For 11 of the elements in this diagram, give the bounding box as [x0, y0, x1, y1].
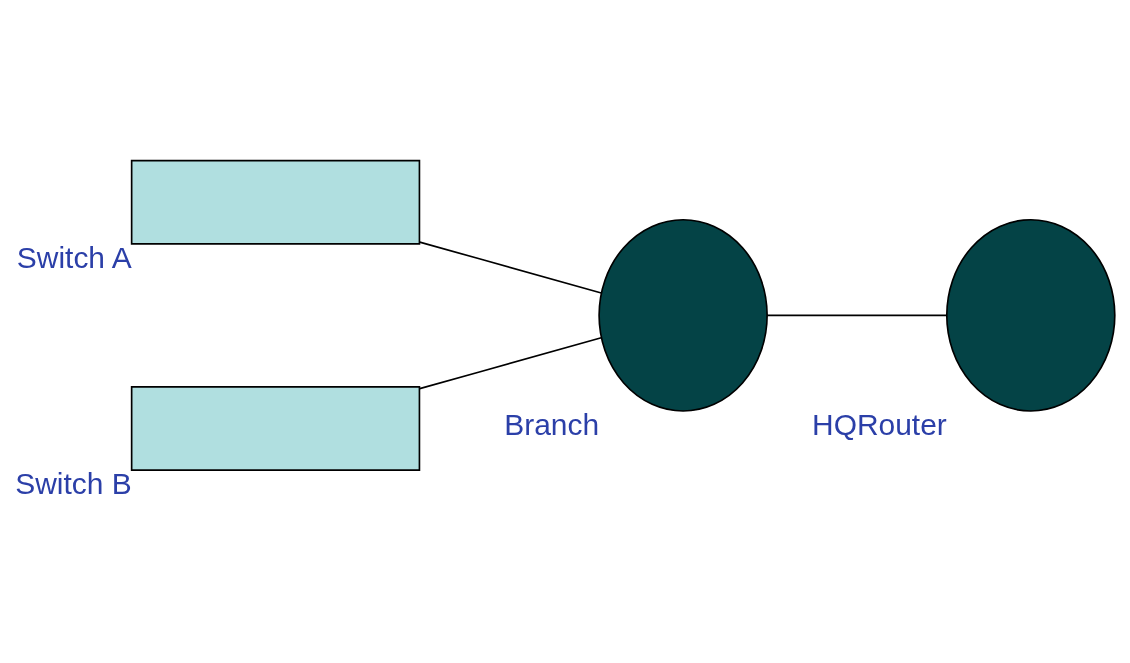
node-ellipse [945, 218, 1116, 412]
node-ellipse [598, 218, 768, 412]
node-label: Switch B [15, 466, 132, 500]
connector [766, 314, 948, 316]
connector [418, 336, 603, 389]
connector [418, 240, 603, 294]
node-label: Switch A [16, 240, 132, 274]
node-box [130, 385, 421, 471]
node-label: Branch [504, 407, 600, 441]
node-box [130, 159, 421, 245]
node-label: HQRouter [812, 407, 947, 441]
